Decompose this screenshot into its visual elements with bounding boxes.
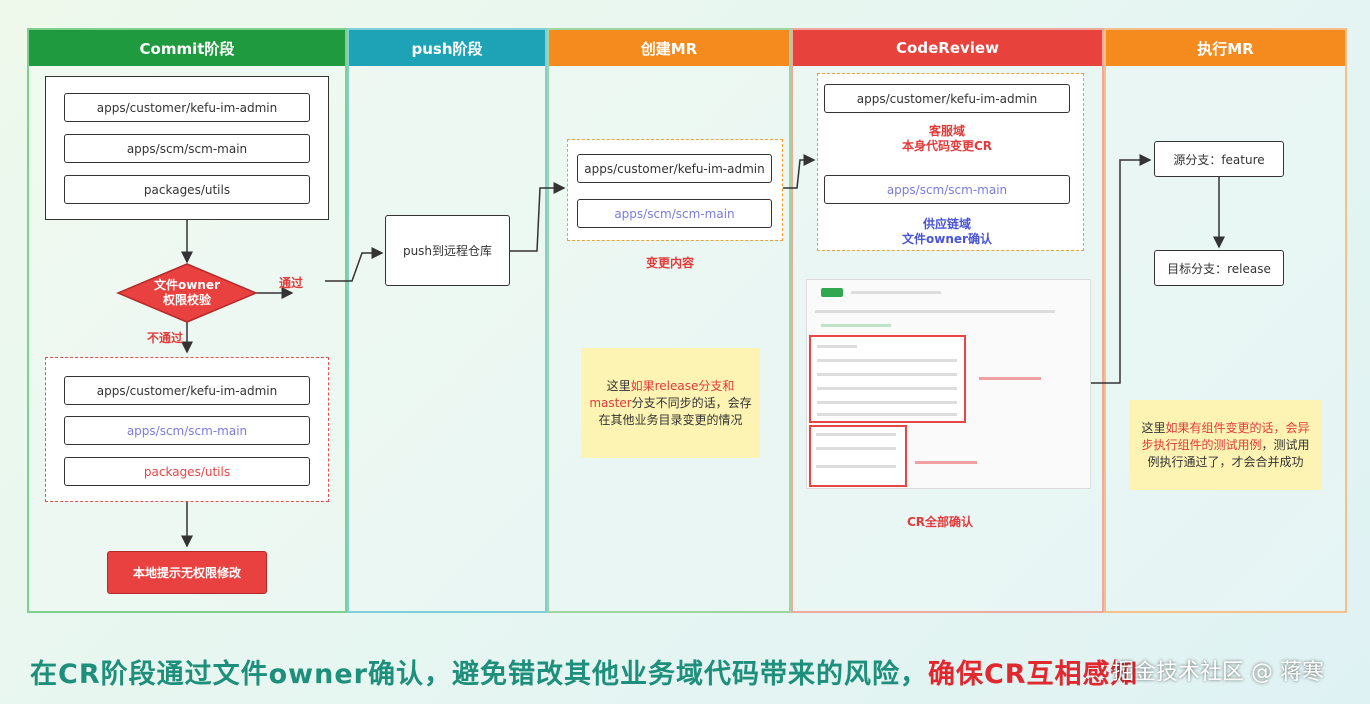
pass-label: 通过	[278, 276, 303, 290]
caption-highlight: 确保CR互相感知	[927, 659, 1139, 690]
column-create-mr-title: 创建MR	[640, 39, 698, 58]
fail-file-3: packages/utils	[64, 457, 310, 486]
column-code-review-title: CodeReview	[896, 39, 999, 57]
cr-screenshot-line-1	[851, 291, 941, 294]
column-exec-mr: 执行MR	[1104, 28, 1347, 613]
fail-label: 不通过	[146, 331, 183, 345]
push-remote-box: push到远程仓库	[385, 215, 510, 286]
caption-main: 在CR阶段通过文件owner确认，避免错改其他业务域代码带来的风险，	[30, 659, 928, 690]
mr-note-prefix: 这里	[606, 378, 631, 393]
cr-domain-2-line2: 文件owner确认	[902, 232, 992, 246]
column-create-mr: 创建MR	[547, 28, 791, 613]
cr-screenshot-line-3	[821, 324, 891, 327]
commit-file-3: packages/utils	[64, 175, 310, 204]
mr-note-rest: 分支不同步的话，会存在其他业务目录变更的情况	[598, 395, 752, 427]
cr-file-1: apps/customer/kefu-im-admin	[824, 84, 1070, 113]
arrow-to-exec	[1091, 154, 1152, 384]
fail-file-1: apps/customer/kefu-im-admin	[64, 376, 310, 405]
changes-label: 变更内容	[645, 256, 694, 270]
column-code-review-header: CodeReview	[793, 30, 1102, 66]
cr-screenshot-owner-table	[809, 425, 907, 487]
cr-confirm-label: CR全部确认	[906, 515, 974, 529]
column-exec-mr-title: 执行MR	[1197, 39, 1254, 58]
column-commit-title: Commit阶段	[139, 39, 235, 58]
arrow-to-mr	[510, 182, 566, 252]
mr-note: 这里如果release分支和master分支不同步的话，会存在其他业务目录变更的…	[581, 348, 760, 458]
exec-note-highlight: 如果有组件变更的话，会异步执行组件的测试用例	[1141, 420, 1310, 452]
cr-screenshot	[806, 279, 1091, 489]
arrow-to-push	[325, 247, 384, 282]
cr-domain-2-line1: 供应链域	[922, 217, 971, 231]
exec-note-rest: ，测试用例执行通过了，才会合并成功	[1147, 437, 1310, 469]
source-branch-box: 源分支：feature	[1154, 141, 1284, 177]
exec-note: 这里如果有组件变更的话，会异步执行组件的测试用例，测试用例执行通过了，才会合并成…	[1129, 400, 1322, 490]
bottom-caption: 在CR阶段通过文件owner确认，避免错改其他业务域代码带来的风险，确保CR互相…	[30, 652, 1139, 691]
arrow-to-cr	[783, 154, 816, 189]
cr-domain-1-line2: 本身代码变更CR	[901, 139, 993, 153]
mr-file-1: apps/customer/kefu-im-admin	[577, 154, 772, 183]
cr-file-2: apps/scm/scm-main	[824, 175, 1070, 204]
column-push-title: push阶段	[411, 39, 483, 58]
no-permission-result: 本地提示无权限修改	[107, 551, 267, 594]
cr-screenshot-red-note-2	[915, 461, 977, 464]
owner-check-label: 文件owner 权限校验	[154, 278, 220, 307]
column-commit-header: Commit阶段	[29, 30, 345, 66]
cr-screenshot-red-note-1	[979, 377, 1041, 380]
commit-file-1: apps/customer/kefu-im-admin	[64, 93, 310, 122]
column-push: push阶段	[347, 28, 547, 613]
cr-screenshot-line-2	[815, 310, 1055, 313]
column-create-mr-header: 创建MR	[549, 30, 789, 66]
cr-domain-1-line1: 客服域	[928, 124, 965, 138]
target-branch-box: 目标分支：release	[1154, 250, 1284, 286]
mr-file-2: apps/scm/scm-main	[577, 199, 772, 228]
cr-screenshot-merge-tag	[821, 288, 843, 297]
cr-screenshot-review-table	[809, 335, 966, 423]
exec-note-prefix: 这里	[1141, 420, 1166, 435]
column-push-header: push阶段	[349, 30, 545, 66]
fail-file-2: apps/scm/scm-main	[64, 416, 310, 445]
watermark: 掘金技术社区 @ 蒋寒	[1112, 660, 1324, 685]
column-exec-mr-header: 执行MR	[1106, 30, 1345, 66]
commit-file-2: apps/scm/scm-main	[64, 134, 310, 163]
owner-check-diamond	[116, 263, 258, 323]
mr-note-highlight: 如果release分支和master	[589, 378, 735, 410]
